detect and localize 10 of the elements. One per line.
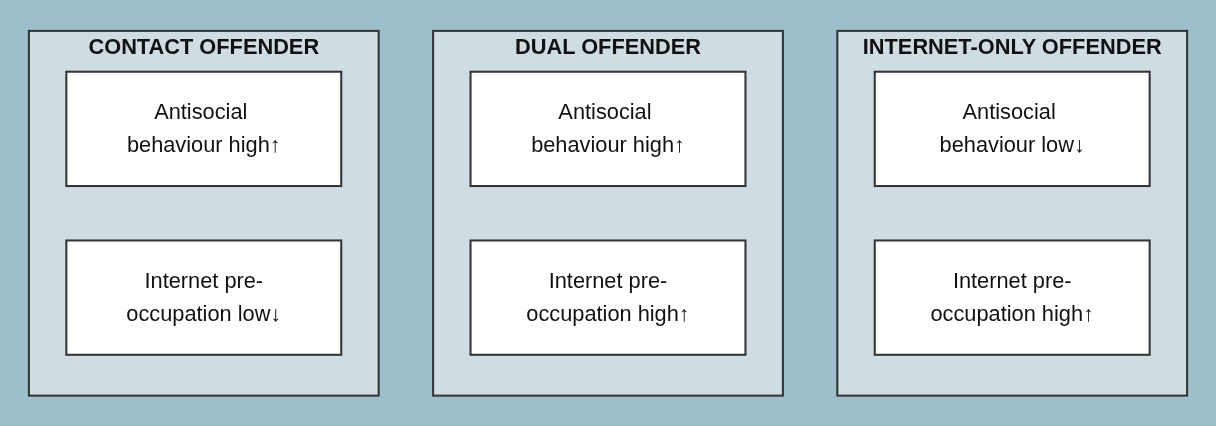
node-box: [469, 70, 747, 187]
cluster: [432, 29, 784, 397]
node-box: [469, 239, 747, 356]
node-box: [65, 70, 343, 187]
cluster: [836, 29, 1189, 397]
node-box: [873, 70, 1151, 187]
node-box: [873, 239, 1151, 356]
cluster: [27, 29, 380, 397]
diagram: CONTACT OFFENDER Antisocial behaviour high↑ Internet pre-occupation low↓ DUAL OFFENDER Antisocial behaviour high↑ Internet pre-occupation high↑ INTERNET-ONLY OFFENDER Antisocial behaviour low↓ Internet pre-occupation high↑: [18, 19, 1198, 407]
node-box: [65, 239, 343, 356]
